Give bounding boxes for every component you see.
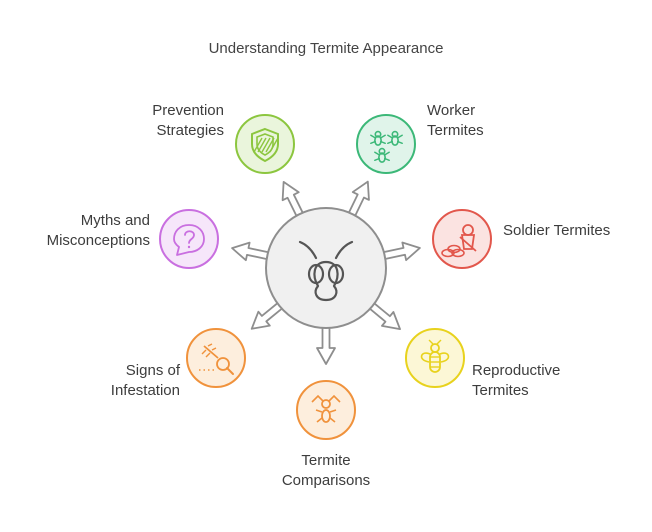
- node-reproductive: [405, 328, 465, 388]
- node-soldier: [432, 209, 492, 269]
- worker-termites-icon: [370, 130, 403, 163]
- node-prevention: [235, 114, 295, 174]
- node-worker: [356, 114, 416, 174]
- diagram-title: Understanding Termite Appearance: [208, 40, 444, 57]
- arrow-comparisons: [316, 323, 336, 365]
- center-hub: [265, 207, 387, 329]
- node-comparisons: [296, 380, 356, 440]
- ant-icon: [311, 394, 341, 423]
- termite-head-icon: [298, 240, 354, 302]
- question-bubble-icon: [173, 224, 205, 256]
- winged-termite-icon: [420, 339, 450, 373]
- label-soldier-termites: Soldier Termites: [503, 222, 611, 239]
- soldier-icon: [441, 224, 477, 258]
- magnifier-icon: [199, 343, 234, 375]
- node-myths: [159, 209, 219, 269]
- shield-icon: [251, 127, 279, 163]
- node-signs: [186, 328, 246, 388]
